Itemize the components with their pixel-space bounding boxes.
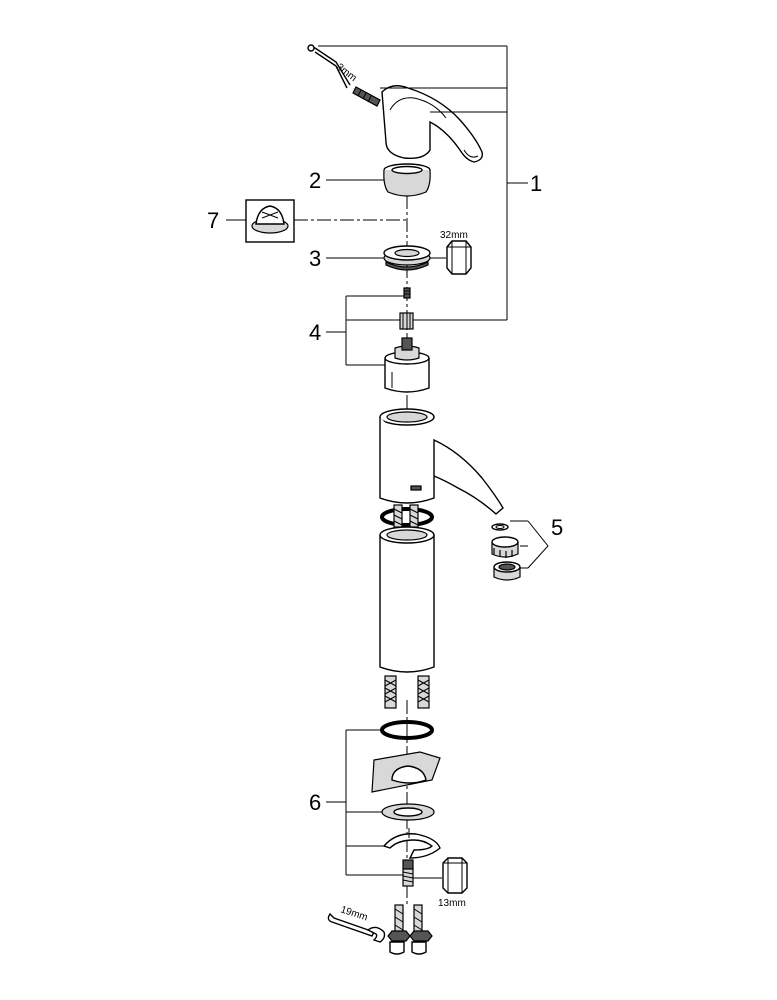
callout-7: 7 bbox=[207, 208, 219, 233]
handle-screw bbox=[352, 86, 381, 107]
retaining-nut bbox=[383, 245, 431, 271]
ceramic-cartridge bbox=[384, 337, 430, 393]
socket-32mm-icon: 32mm bbox=[440, 230, 472, 275]
faucet-body bbox=[379, 408, 504, 515]
callout-1: 1 bbox=[530, 171, 542, 196]
aerator-insert bbox=[491, 536, 519, 558]
aerator-housing bbox=[493, 561, 521, 581]
lower-hoses bbox=[384, 675, 430, 709]
callout-2: 2 bbox=[309, 168, 321, 193]
hex-key-3mm: 3mm bbox=[307, 44, 358, 89]
callout-5-bracket bbox=[510, 520, 549, 569]
fiber-washer bbox=[381, 803, 435, 821]
socket-13mm-icon: 13mm bbox=[438, 857, 468, 909]
callout-1-bracket bbox=[318, 45, 528, 321]
callout-5: 5 bbox=[551, 515, 563, 540]
upper-o-ring bbox=[380, 507, 434, 527]
socket-13mm-label: 13mm bbox=[438, 898, 466, 909]
cover-cap bbox=[383, 163, 431, 197]
spanner-19mm: 19mm bbox=[327, 904, 386, 943]
horseshoe-clamp bbox=[382, 828, 441, 859]
callout-6: 6 bbox=[309, 790, 321, 815]
callout-4: 4 bbox=[309, 320, 321, 345]
countertop-section bbox=[371, 751, 441, 793]
threaded-stud bbox=[402, 859, 414, 887]
extension-tube bbox=[379, 526, 435, 673]
bottom-hose-fittings bbox=[387, 904, 433, 955]
callout-4-bracket bbox=[326, 295, 404, 366]
callout-3: 3 bbox=[309, 246, 321, 271]
socket-32mm-label: 32mm bbox=[440, 230, 468, 241]
aerator-washer bbox=[491, 523, 509, 531]
spanner-size-label: 19mm bbox=[339, 904, 369, 923]
lever-handle bbox=[381, 85, 484, 163]
callout-6-bracket bbox=[326, 729, 403, 876]
spindle-adapter bbox=[399, 312, 414, 330]
cartridge-screw bbox=[403, 287, 411, 299]
upper-hoses bbox=[393, 504, 419, 528]
part-7-box bbox=[245, 199, 295, 243]
